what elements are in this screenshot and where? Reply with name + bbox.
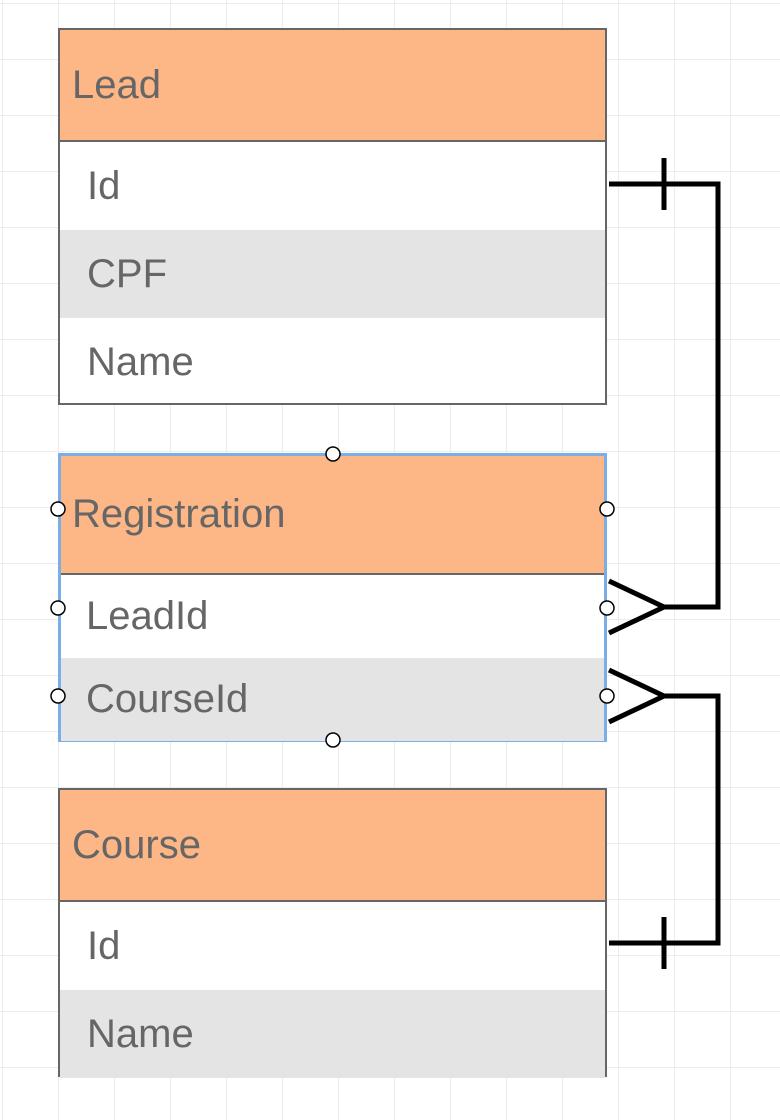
connector-line[interactable] (609, 693, 721, 946)
entity-lead[interactable]: Lead Id CPF Name (58, 28, 607, 405)
connector-lead-registration[interactable] (607, 158, 721, 636)
resize-handle-top[interactable] (325, 446, 341, 462)
entity-registration[interactable]: Registration LeadId CourseId (58, 453, 607, 742)
entity-course-field-id[interactable]: Id (87, 923, 121, 968)
entity-course[interactable]: Course Id Name (58, 788, 607, 1078)
connection-handle-left-leadid[interactable] (50, 600, 66, 616)
connector-course-registration[interactable] (607, 667, 721, 969)
entity-registration-field-courseid[interactable]: CourseId (61, 658, 604, 741)
crows-foot-icon (607, 667, 670, 725)
entity-lead-field-cpf[interactable]: CPF (60, 230, 605, 318)
entity-registration-title[interactable]: Registration (61, 456, 604, 575)
connection-handle-right-courseid[interactable] (599, 688, 615, 704)
selection-handles[interactable] (50, 446, 615, 748)
crows-foot-icon (607, 578, 670, 636)
connector-line[interactable] (609, 181, 721, 610)
resize-handle-bottom[interactable] (325, 732, 341, 748)
connection-handle-right-leadid[interactable] (599, 600, 615, 616)
entity-course-field-name[interactable]: Name (60, 990, 605, 1078)
entity-lead-field-name[interactable]: Name (87, 339, 194, 384)
entity-lead-title[interactable]: Lead (60, 30, 605, 142)
connection-handle-left-courseid[interactable] (50, 688, 66, 704)
entity-lead-field-id[interactable]: Id (87, 163, 121, 208)
connection-handle-left-title[interactable] (50, 501, 66, 517)
entity-registration-field-leadid[interactable]: LeadId (86, 594, 209, 638)
entity-course-title[interactable]: Course (60, 790, 605, 902)
connection-handle-right-title[interactable] (599, 501, 615, 517)
